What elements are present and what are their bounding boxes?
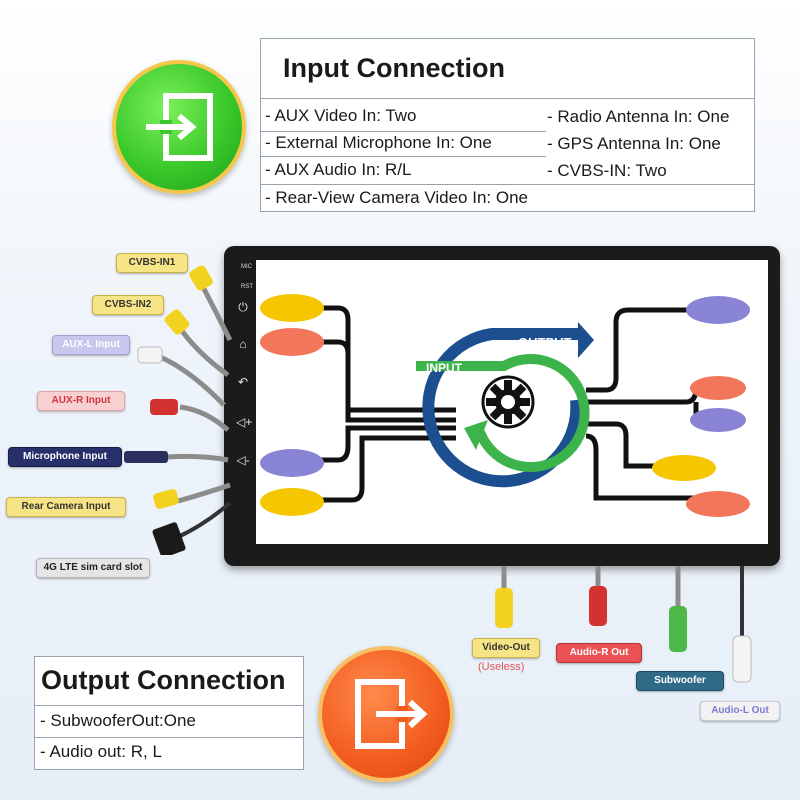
subwoofer-connector [669, 606, 687, 652]
divider [261, 98, 754, 99]
gear-icon [481, 375, 535, 429]
output-arrow-label: OUTPUT [518, 335, 572, 350]
audio-r-tag: Audio-R Out [556, 643, 642, 663]
cvbs-in1-plug [260, 294, 324, 322]
audio-r-connector [589, 586, 607, 626]
audio-l-plug [690, 408, 746, 432]
input-item: - Radio Antenna In: One [547, 107, 730, 126]
divider [261, 131, 546, 132]
output-connection-title: Output Connection [41, 665, 286, 695]
video-out-tag: Video-Out [472, 638, 540, 658]
aux-r-connector [150, 399, 178, 415]
divider [35, 705, 303, 706]
input-item: - External Microphone In: One [265, 133, 492, 152]
rear-cam-connector [153, 489, 179, 509]
output-connection-panel: Output Connection - SubwooferOut:One - A… [34, 656, 304, 770]
sim-card-slot [152, 522, 186, 555]
home-icon[interactable]: ⌂ [239, 337, 247, 351]
input-item: - Rear-View Camera Video In: One [265, 188, 528, 207]
output-badge [318, 646, 454, 782]
input-item: - AUX Video In: Two [265, 106, 417, 125]
rear-cam-plug [260, 488, 324, 516]
sim-slot-tag: 4G LTE sim card slot [36, 558, 150, 578]
aux-l-connector [137, 346, 163, 364]
cvbs-in1-connector [189, 265, 213, 291]
audio-l-tag: Audio-L Out [700, 701, 780, 721]
rear-camera-tag: Rear Camera Input [6, 497, 126, 517]
input-item: - CVBS-IN: Two [547, 161, 667, 180]
output-cables [495, 566, 752, 683]
subwoofer-plug [686, 491, 750, 517]
rst-label: RST [241, 284, 253, 290]
mic-connector [124, 451, 168, 463]
input-cables [124, 265, 233, 555]
signal-flow-diagram: INPUT OUTPUT [260, 294, 750, 517]
back-icon[interactable]: ↶ [237, 375, 249, 389]
power-icon[interactable]: ⏻ [238, 300, 248, 314]
input-connection-title: Input Connection [283, 53, 505, 83]
video-out-plug [652, 455, 716, 481]
screen: INPUT OUTPUT [256, 260, 768, 544]
output-icon [355, 679, 428, 749]
cvbs-in1-tag: CVBS-IN1 [116, 253, 188, 273]
aux-r-plug [260, 328, 324, 356]
video-out-note: (Useless) [478, 661, 525, 673]
input-badge [112, 60, 246, 194]
input-connection-panel: Input Connection - AUX Video In: Two - E… [260, 38, 755, 212]
volume-down-icon[interactable]: ◁- [236, 453, 250, 467]
audio-r-plug [690, 376, 746, 400]
cvbs-in2-tag: CVBS-IN2 [92, 295, 164, 315]
input-item: - AUX Audio In: R/L [265, 160, 412, 179]
divider [35, 737, 303, 738]
mic-plug [260, 449, 324, 477]
aux-r-tag: AUX-R Input [37, 391, 125, 411]
output-item: - Audio out: R, L [40, 742, 162, 761]
subwoofer-tag: Subwoofer [636, 671, 724, 691]
out-plug [686, 296, 750, 324]
input-arrow-label: INPUT [426, 361, 463, 375]
cvbs-in2-connector [164, 309, 190, 335]
input-icon [146, 93, 213, 161]
video-out-connector [495, 588, 513, 628]
mic-label: MIC [241, 264, 252, 270]
output-item: - SubwooferOut:One [40, 711, 196, 730]
input-item: - GPS Antenna In: One [547, 134, 721, 153]
divider [261, 156, 546, 157]
audio-l-connector [732, 635, 752, 683]
volume-up-icon[interactable]: ◁+ [236, 415, 253, 429]
aux-l-tag: AUX-L Input [52, 335, 130, 355]
divider [261, 184, 754, 185]
microphone-tag: Microphone Input [8, 447, 122, 467]
